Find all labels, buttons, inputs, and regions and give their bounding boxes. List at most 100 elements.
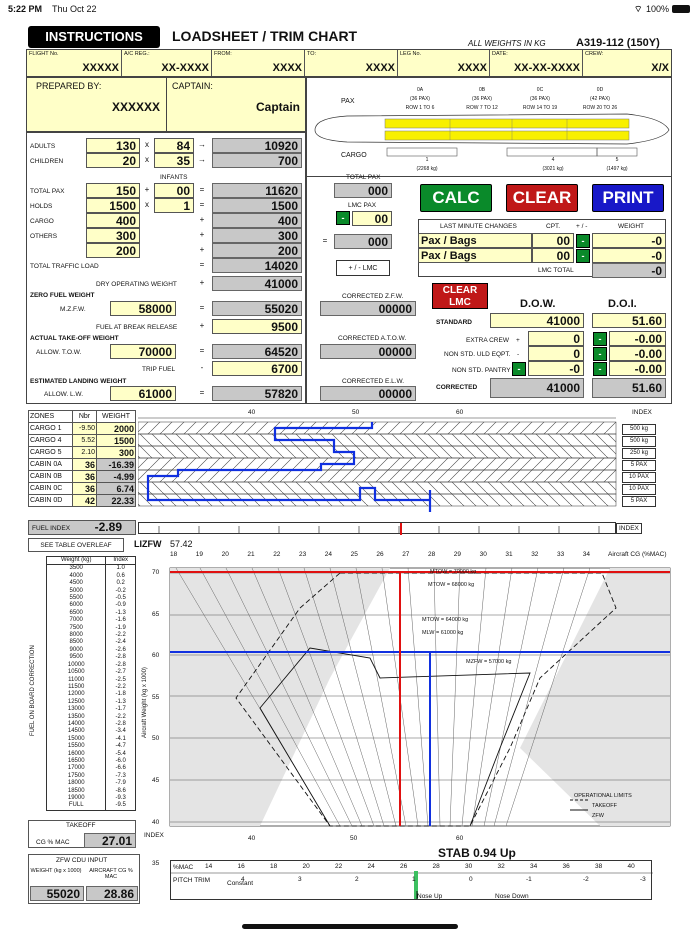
weight-tick: 70 [152, 569, 160, 576]
lmc-row-1-cpt[interactable]: 00 [532, 233, 574, 248]
lmc-total-value: -0 [592, 263, 666, 278]
lizfw-value: 57.42 [170, 539, 193, 549]
leg-number-field[interactable]: LEG No.XXXX [398, 50, 490, 76]
adults-count-input[interactable]: 130 [86, 138, 140, 153]
weight-tick: 65 [152, 610, 160, 618]
trim-tick: 2 [355, 876, 359, 883]
ac-reg-field[interactable]: A/C REG.:XX-XXXX [122, 50, 212, 76]
fuel-table-row: 13500-2.2 [45, 713, 136, 721]
lw-label: ESTIMATED LANDING WEIGHT [30, 378, 127, 385]
trip-fuel-input[interactable]: 6700 [212, 361, 302, 376]
pantry-sign-button[interactable]: - [512, 362, 526, 376]
home-indicator [242, 924, 458, 929]
child-weight-input[interactable]: 35 [154, 153, 194, 168]
total-pax-value: 150 [86, 183, 140, 198]
fuel-table-row: 18500-8.6 [45, 787, 136, 795]
cargo-label-left: CARGO [30, 218, 54, 225]
crew-field[interactable]: CREW:X/X [583, 50, 671, 76]
others-input[interactable]: 300 [86, 228, 140, 243]
lmc-row-1-weight[interactable]: -0 [592, 233, 666, 248]
cargo-input[interactable]: 400 [86, 213, 140, 228]
zfw-cdu-cg: 28.86 [86, 886, 138, 901]
cg-mac-label: CG % MAC [36, 839, 70, 846]
lmc-row-2-sign-button[interactable]: - [576, 249, 590, 263]
lmc-weight-header: WEIGHT [618, 223, 644, 230]
pantry-index-sign-button[interactable]: - [593, 362, 607, 376]
allow-lw-input[interactable]: 61000 [110, 386, 176, 401]
cargo-total: 400 [212, 213, 302, 228]
see-table-button[interactable]: SEE TABLE OVERLEAF [28, 538, 124, 552]
battery-icon [672, 5, 690, 13]
pantry-index[interactable]: -0.00 [609, 361, 666, 376]
extra-input[interactable]: 200 [86, 243, 140, 258]
holds-total: 1500 [212, 198, 302, 213]
scale-label: 500 kg [622, 436, 656, 447]
extra-crew-weight[interactable]: 0 [528, 331, 584, 346]
uld-index[interactable]: -0.00 [609, 346, 666, 361]
children-count-input[interactable]: 20 [86, 153, 140, 168]
fuel-brake-input[interactable]: 9500 [212, 319, 302, 334]
lmc-toggle-button[interactable]: + / - LMC [336, 260, 390, 276]
fuel-table-row: 12000-1.8 [45, 691, 136, 699]
legend-takeoff: TAKEOFF [592, 803, 617, 809]
fuel-table-row: 9000-2.6 [45, 646, 136, 655]
section-0b: 0B(36 PAX)ROW 7 TO 12 [466, 87, 498, 111]
lmc-pax-input[interactable]: 00 [352, 211, 392, 226]
section-0a: 0A(36 PAX)ROW 1 TO 6 [405, 87, 435, 111]
from-field[interactable]: FROM:XXXX [212, 50, 305, 76]
extra-crew-index[interactable]: -0.00 [609, 331, 666, 346]
bottom-tick-60: 60 [456, 835, 464, 842]
catow-label: CORRECTED A.T.O.W. [338, 335, 407, 342]
extra-total: 200 [212, 243, 302, 258]
flight-number-field[interactable]: FLIGHT No.XXXXX [27, 50, 122, 76]
wifi-icon: ⌔ [634, 4, 643, 14]
weight-tick: 55 [152, 693, 160, 701]
fuel-index-label: FUEL INDEX [32, 525, 71, 532]
extra-crew-sign-button[interactable]: - [593, 332, 607, 346]
infants-input[interactable]: 00 [154, 183, 194, 198]
prepared-by-field[interactable]: XXXXXX [111, 100, 160, 114]
bottom-tick-40: 40 [248, 835, 256, 842]
clear-button[interactable]: CLEAR [506, 184, 578, 212]
uld-weight[interactable]: 0 [528, 346, 584, 361]
fuel-table-row: 8000-2.2 [45, 632, 136, 640]
mzfw-input[interactable]: 58000 [110, 301, 176, 316]
mtow-64000-label: MTOW = 64000 kg [422, 617, 469, 623]
pantry-weight[interactable]: -0 [528, 361, 584, 376]
lmc-row-2-weight[interactable]: -0 [592, 248, 666, 263]
dow-label: DRY OPERATING WEIGHT [96, 281, 177, 288]
lmc-row-1-name[interactable]: Pax / Bags [418, 233, 532, 248]
lmc-pax-minus-button[interactable]: - [336, 211, 350, 225]
lmc-row-2-cpt[interactable]: 00 [532, 248, 574, 263]
captain-field[interactable]: Captain [255, 100, 300, 114]
legend-title: OPERATIONAL LIMITS [574, 793, 632, 799]
adult-weight-input[interactable]: 84 [154, 138, 194, 153]
to-field[interactable]: TO:XXXX [305, 50, 398, 76]
standard-dow[interactable]: 41000 [490, 313, 584, 328]
holds-mult-input[interactable]: 1 [154, 198, 194, 213]
allow-tow-input[interactable]: 70000 [110, 344, 176, 359]
mzfw-label: M.Z.F.W. [60, 306, 86, 313]
print-button[interactable]: PRINT [592, 184, 664, 212]
mtow-70000-label: MTOW = 70000 kg [430, 569, 477, 575]
mac-tick: 18 [270, 863, 278, 870]
lmc-row-2-name[interactable]: Pax / Bags [418, 248, 532, 263]
instructions-button[interactable]: INSTRUCTIONS [28, 26, 160, 48]
mac-tick: 40 [627, 863, 635, 870]
uld-sign-button[interactable]: - [593, 347, 607, 361]
trim-tick: 0 [469, 876, 473, 883]
fuel-table-row: 15500-4.7 [45, 743, 136, 751]
standard-doi[interactable]: 51.60 [592, 313, 666, 328]
lmc-row-1-sign-button[interactable]: - [576, 234, 590, 248]
date-field[interactable]: DATE:XX-XX-XXXX [490, 50, 583, 76]
mac-tick: 30 [465, 863, 473, 870]
holds-input[interactable]: 1500 [86, 198, 140, 213]
calc-button[interactable]: CALC [420, 184, 492, 212]
status-time: 5:22 PM [8, 4, 43, 14]
index-arrow-label: INDEX [616, 523, 642, 534]
fuel-table-row: 9500-2.8 [45, 654, 136, 662]
